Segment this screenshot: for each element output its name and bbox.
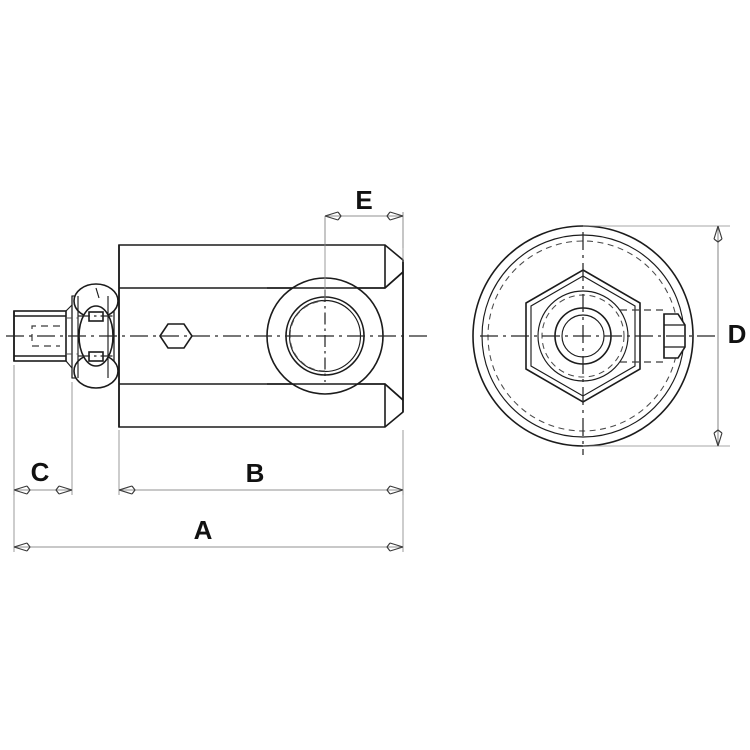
dimension-A: A [13, 490, 404, 552]
swivel-ball-assembly [71, 283, 119, 389]
dimension-label-d: D [728, 319, 747, 349]
dimension-label-a: A [194, 515, 213, 545]
hidden-slot-dashes [620, 309, 668, 363]
dimension-label-b: B [246, 458, 265, 488]
dimension-label-c: C [31, 457, 50, 487]
dimension-label-e: E [355, 185, 372, 215]
dimension-C: C [13, 365, 73, 495]
end-elevation-view [472, 225, 715, 455]
dimension-B: B [118, 430, 404, 495]
dimension-E: E [324, 185, 404, 300]
dimension-D: D [583, 225, 747, 447]
side-elevation-view [6, 212, 432, 428]
